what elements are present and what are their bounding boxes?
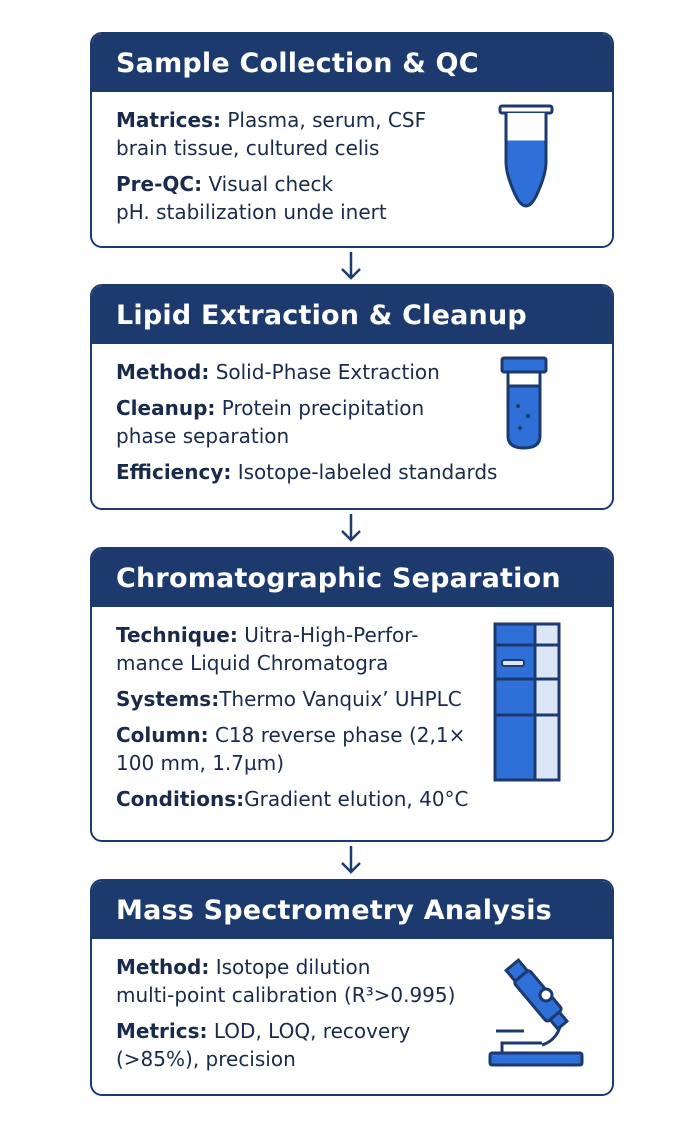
step-title: Mass Spectrometry Analysis	[92, 881, 612, 939]
field-label: Conditions:	[116, 787, 245, 811]
step-title: Sample Collection & QC	[92, 34, 612, 92]
field-label: Efficiency:	[116, 460, 232, 484]
field-value: Plasma, serum, CSF	[227, 108, 427, 132]
field-matrices: Matrices: Plasma, serum, CSF brain tissu…	[116, 106, 612, 162]
field-label: Pre-QC:	[116, 172, 203, 196]
field-value: Thermo Vanquix’ UHPLC	[219, 687, 462, 711]
field-metrics: Metrics: LOD, LOQ, recovery (>85%), prec…	[116, 1017, 612, 1073]
field-label: Technique:	[116, 623, 238, 647]
step-body: Method: Isotope dilution multi-point cal…	[92, 939, 612, 1073]
field-column: Column: C18 reverse phase (2,1× 100 mm, …	[116, 721, 612, 777]
field-label: Matrices:	[116, 108, 221, 132]
field-label: Systems:	[116, 687, 220, 711]
field-cleanup: Cleanup: Protein precipitation phase sep…	[116, 394, 612, 450]
tube-icon	[498, 104, 554, 208]
field-value: Visual check	[208, 172, 334, 196]
field-value: 100 mm, 1.7µm)	[116, 751, 285, 775]
arrow-down-icon	[341, 846, 361, 874]
field-value: mance Liquid Chromatogra	[116, 651, 389, 675]
field-value: (>85%), precision	[116, 1047, 296, 1071]
field-method: Method: Solid-Phase Extraction	[116, 358, 612, 386]
step-body: Technique: Uitra-High-Perfor- mance Liqu…	[92, 607, 612, 813]
field-value: phase separation	[116, 424, 290, 448]
step-body: Matrices: Plasma, serum, CSF brain tissu…	[92, 92, 612, 226]
field-efficiency: Efficiency: Isotope-labeled standards	[116, 458, 612, 486]
step-title: Chromatographic Separation	[92, 549, 612, 607]
field-value: Protein precipitation	[221, 396, 425, 420]
field-label: Method:	[116, 360, 210, 384]
field-value: Isotope-labeled standards	[237, 460, 498, 484]
vial-icon	[500, 356, 548, 450]
field-value: brain tissue, cultured celis	[116, 136, 380, 160]
field-value: Isotope dilution	[215, 955, 371, 979]
field-method: Method: Isotope dilution multi-point cal…	[116, 953, 612, 1009]
step-card-lipid-extraction: Lipid Extraction & Cleanup Method: Solid…	[90, 284, 614, 510]
field-value: LOD, LOQ, recovery	[213, 1019, 411, 1043]
step-card-sample-collection: Sample Collection & QC Matrices: Plasma,…	[90, 32, 614, 248]
field-value: C18 reverse phase (2,1×	[214, 723, 466, 747]
step-title: Lipid Extraction & Cleanup	[92, 286, 612, 344]
field-label: Metrics:	[116, 1019, 208, 1043]
field-value: Solid-Phase Extraction	[215, 360, 440, 384]
step-body: Method: Solid-Phase Extraction Cleanup: …	[92, 344, 612, 486]
arrow-down-icon	[341, 252, 361, 280]
field-value: Gradient elution, 40°C	[244, 787, 469, 811]
hplc-system-icon	[493, 622, 561, 782]
field-technique: Technique: Uitra-High-Perfor- mance Liqu…	[116, 621, 612, 677]
microscope-icon	[488, 958, 584, 1067]
field-value: Uitra-High-Perfor-	[244, 623, 419, 647]
field-label: Column:	[116, 723, 209, 747]
field-value: pH. stabilization unde inert	[116, 200, 387, 224]
step-card-mass-spectrometry: Mass Spectrometry Analysis Method: Isoto…	[90, 879, 614, 1096]
field-systems: Systems:Thermo Vanquix’ UHPLC	[116, 685, 612, 713]
field-label: Cleanup:	[116, 396, 216, 420]
field-value: multi-point calibration (R³>0.995)	[116, 983, 456, 1007]
arrow-down-icon	[341, 514, 361, 542]
step-card-chromatographic-separation: Chromatographic Separation Technique: Ui…	[90, 547, 614, 842]
field-label: Method:	[116, 955, 210, 979]
field-conditions: Conditions:Gradient elution, 40°C	[116, 785, 612, 813]
field-pre-qc: Pre-QC: Visual check pH. stabilization u…	[116, 170, 612, 226]
